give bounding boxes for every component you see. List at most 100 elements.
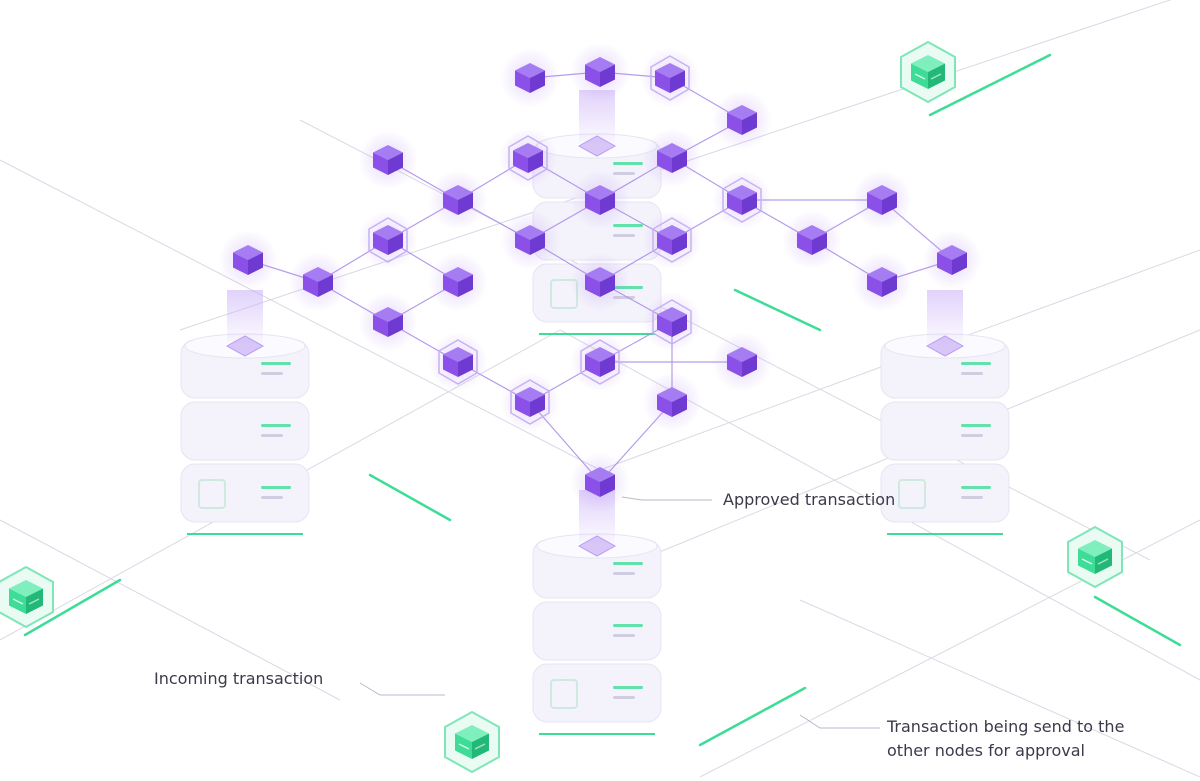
cube-left [373, 152, 388, 175]
server-led [261, 486, 291, 489]
cube-halo [652, 299, 692, 345]
label-leader-lines [359, 496, 880, 729]
cube-halo [508, 135, 548, 181]
purple-cube-icon [642, 128, 702, 188]
cube-right [388, 314, 403, 337]
cube-right [600, 64, 615, 87]
purple-cube-icon [358, 292, 418, 352]
server-slot [261, 372, 283, 375]
server-led [613, 624, 643, 627]
purple-cube-icon [500, 210, 560, 270]
cube-left [515, 70, 530, 93]
cube-right [458, 354, 473, 377]
green-blocks [0, 40, 1123, 774]
cube-right [458, 192, 473, 215]
server-led [961, 424, 991, 427]
green-block-icon [1067, 525, 1123, 589]
server-slot [613, 234, 635, 237]
green-block-icon [900, 40, 956, 104]
server-slot [613, 696, 635, 699]
server-tier [880, 401, 1010, 461]
purple-cube-icon [500, 372, 560, 432]
server-slot [961, 434, 983, 437]
purple-cube-icon [358, 130, 418, 190]
block-stripe [458, 743, 470, 750]
cube-left [233, 252, 248, 275]
server-door [198, 479, 226, 509]
purple-cube-icon [712, 90, 772, 150]
purple-cube-icon [642, 292, 702, 352]
block-stripe [1081, 558, 1093, 565]
cube-right [530, 394, 545, 417]
purple-cube-icon [570, 332, 630, 392]
cube-halo [580, 339, 620, 385]
cube-left [585, 192, 600, 215]
cube-right [248, 252, 263, 275]
cube-right [742, 112, 757, 135]
cube-left [585, 274, 600, 297]
block-stripe [28, 598, 40, 605]
cube-left [867, 192, 882, 215]
purple-cube-icon [570, 452, 630, 512]
green-accent-line [23, 578, 122, 637]
cube-right [670, 70, 685, 93]
purple-cube-icon [570, 170, 630, 230]
cube-right [530, 232, 545, 255]
cube-halo [652, 217, 692, 263]
block-stripe [930, 73, 942, 80]
server-slot [613, 572, 635, 575]
server-node-right [880, 290, 1010, 535]
cube-right [318, 274, 333, 297]
send-label-line-1: Transaction being send to the [887, 717, 1125, 736]
cube-halo [438, 339, 478, 385]
server-tier [180, 463, 310, 523]
purple-cube-icon [218, 230, 278, 290]
cube-left [657, 314, 672, 337]
cube-right [388, 152, 403, 175]
purple-cube-icon [570, 252, 630, 312]
server-led [961, 362, 991, 365]
cube-left [515, 394, 530, 417]
block-stripe [914, 73, 926, 80]
grid-line [0, 159, 601, 471]
cube-left [303, 274, 318, 297]
purple-cube-icon [852, 170, 912, 230]
server-slot [613, 172, 635, 175]
server-led [613, 224, 643, 227]
server-beam [227, 290, 263, 344]
cube-right [672, 394, 687, 417]
green-block-icon [444, 710, 500, 774]
server-node-left [180, 290, 310, 535]
server-beam [927, 290, 963, 344]
cube-left [585, 474, 600, 497]
cube-left [727, 112, 742, 135]
purple-cube-icon [852, 252, 912, 312]
leader-line [359, 682, 445, 696]
server-led [613, 686, 643, 689]
cube-right [742, 354, 757, 377]
cube-left [443, 354, 458, 377]
purple-cube-icon [498, 128, 558, 188]
purple-cube-icon [570, 42, 630, 102]
purple-cube-icon [922, 230, 982, 290]
server-slot [261, 434, 283, 437]
server-slot [961, 372, 983, 375]
green-accent-line [733, 288, 822, 332]
green-accent-line [928, 53, 1052, 117]
cube-right [600, 274, 615, 297]
send-label-line-2: other nodes for approval [887, 741, 1085, 760]
purple-cube-icon [358, 210, 418, 270]
incoming-transaction-label: Incoming transaction [154, 669, 324, 688]
cube-halo [368, 217, 408, 263]
cube-left [443, 274, 458, 297]
cube-right [388, 232, 403, 255]
cube-left [585, 64, 600, 87]
server-door [898, 479, 926, 509]
server-led [961, 486, 991, 489]
purple-cube-icon [288, 252, 348, 312]
purple-cube-icon [642, 372, 702, 432]
cube-right [672, 232, 687, 255]
server-led [613, 562, 643, 565]
